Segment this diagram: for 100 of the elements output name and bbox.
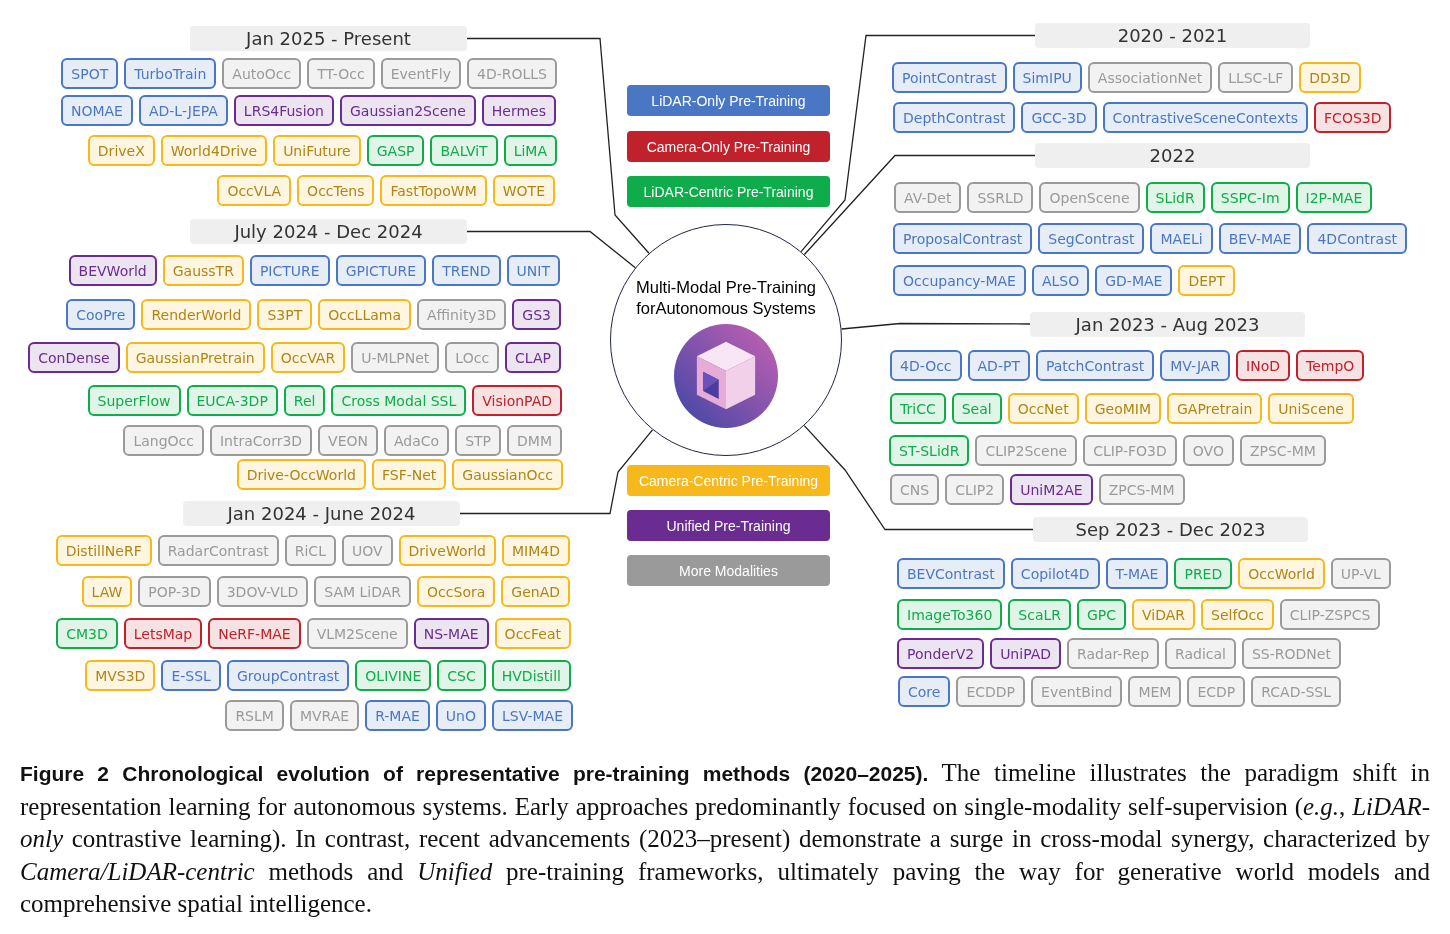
method-tag: Occupancy-MAE bbox=[893, 265, 1026, 296]
method-tag: VLM2Scene bbox=[306, 618, 408, 649]
method-tag: VisionPAD bbox=[472, 385, 562, 416]
method-tag: GaussianPretrain bbox=[125, 342, 265, 373]
legend-entry: LiDAR-Only Pre-Training bbox=[627, 85, 830, 116]
method-tag: IntraCorr3D bbox=[209, 425, 313, 456]
legend-entry: Camera-Centric Pre-Training bbox=[627, 465, 830, 496]
method-tag: CLIP2 bbox=[945, 474, 1005, 505]
method-tag: LSV-MAE bbox=[492, 700, 573, 731]
method-tag: NOMAE bbox=[60, 95, 133, 126]
method-tag: NeRF-MAE bbox=[208, 618, 301, 649]
method-tag: BALViT bbox=[430, 135, 498, 166]
method-tag: OLIVINE bbox=[355, 660, 432, 691]
method-tag: DEPT bbox=[1178, 265, 1236, 296]
method-tag: OVO bbox=[1182, 435, 1234, 466]
method-tag: DriveX bbox=[87, 135, 155, 166]
method-tag: CLIP2Scene bbox=[975, 435, 1078, 466]
method-tag: T-MAE bbox=[1105, 558, 1169, 589]
period-header: Sep 2023 - Dec 2023 bbox=[1033, 517, 1308, 542]
method-tag: I2P-MAE bbox=[1295, 182, 1373, 213]
method-tag: CooPre bbox=[66, 299, 136, 330]
method-tag: OccTens bbox=[297, 175, 375, 206]
method-tag: DepthContrast bbox=[893, 102, 1016, 133]
method-tag: Radar-Rep bbox=[1067, 638, 1160, 669]
method-tag: Hermes bbox=[481, 95, 556, 126]
method-tag: LOcc bbox=[445, 342, 500, 373]
connector-line bbox=[459, 429, 654, 515]
method-tag: E-SSL bbox=[161, 660, 221, 691]
method-tag: GS3 bbox=[512, 299, 561, 330]
method-tag: GenAD bbox=[501, 576, 570, 607]
connector-line bbox=[466, 230, 636, 269]
method-tag: CNS bbox=[890, 474, 940, 505]
period-header: Jan 2025 - Present bbox=[190, 26, 467, 51]
legend-entry: More Modalities bbox=[627, 555, 830, 586]
method-tag: TriCC bbox=[890, 393, 946, 424]
method-tag: 4D-Occ bbox=[890, 350, 962, 381]
method-tag: U-MLPNet bbox=[351, 342, 440, 373]
method-tag: TurboTrain bbox=[124, 58, 217, 89]
method-tag: ZPCS-MM bbox=[1098, 474, 1185, 505]
method-tag: UP-VL bbox=[1330, 558, 1391, 589]
method-tag: ConDense bbox=[28, 342, 120, 373]
method-tag: ViDAR bbox=[1132, 599, 1196, 630]
method-tag: SLidR bbox=[1145, 182, 1205, 213]
method-tag: SPOT bbox=[61, 58, 119, 89]
method-tag: Gaussian2Scene bbox=[339, 95, 476, 126]
method-tag: 4D-ROLLS bbox=[467, 58, 557, 89]
connector-line bbox=[803, 154, 1036, 256]
method-tag: Rel bbox=[283, 385, 326, 416]
method-tag: LAW bbox=[81, 576, 133, 607]
method-tag: Drive-OccWorld bbox=[236, 459, 366, 490]
method-tag: TREND bbox=[432, 255, 501, 286]
method-tag: LLSC-LF bbox=[1218, 62, 1294, 93]
method-tag: GaussTR bbox=[162, 255, 244, 286]
method-tag: FCOS3D bbox=[1314, 102, 1392, 133]
method-tag: SimIPU bbox=[1012, 62, 1082, 93]
method-tag: AdaCo bbox=[384, 425, 450, 456]
method-tag: OccVLA bbox=[217, 175, 292, 206]
legend-entry: Unified Pre-Training bbox=[627, 510, 830, 541]
method-tag: World4Drive bbox=[160, 135, 268, 166]
method-tag: HVDistill bbox=[491, 660, 571, 691]
method-tag: Cross Modal SSL bbox=[331, 385, 467, 416]
method-tag: DD3D bbox=[1299, 62, 1361, 93]
method-tag: TT-Occ bbox=[307, 58, 375, 89]
method-tag: GeoMIM bbox=[1084, 393, 1161, 424]
method-tag: BEVContrast bbox=[897, 558, 1005, 589]
method-tag: GPC bbox=[1077, 599, 1127, 630]
method-tag: GPICTURE bbox=[335, 255, 427, 286]
method-tag: FastTopoWM bbox=[380, 175, 487, 206]
method-tag: GCC-3D bbox=[1021, 102, 1097, 133]
connector-line bbox=[803, 424, 1034, 531]
method-tag: ProposalContrast bbox=[893, 223, 1033, 254]
method-tag: LangOcc bbox=[123, 425, 204, 456]
method-tag: RadarContrast bbox=[157, 535, 279, 566]
method-tag: LiMA bbox=[503, 135, 557, 166]
method-tag: GD-MAE bbox=[1095, 265, 1173, 296]
method-tag: MV-JAR bbox=[1160, 350, 1231, 381]
method-tag: BEVWorld bbox=[68, 255, 157, 286]
method-tag: POP-3D bbox=[138, 576, 211, 607]
method-tag: EventFly bbox=[380, 58, 461, 89]
method-tag: DistillNeRF bbox=[55, 535, 152, 566]
method-tag: LetsMap bbox=[123, 618, 203, 649]
method-tag: ECDDP bbox=[956, 676, 1026, 707]
method-tag: TempO bbox=[1296, 350, 1365, 381]
method-tag: STP bbox=[455, 425, 502, 456]
method-tag: CLIP-ZSPCS bbox=[1279, 599, 1381, 630]
method-tag: CM3D bbox=[56, 618, 118, 649]
method-tag: EUCA-3DP bbox=[186, 385, 278, 416]
method-tag: PRED bbox=[1174, 558, 1233, 589]
method-tag: Affinity3D bbox=[417, 299, 507, 330]
method-tag: INoD bbox=[1236, 350, 1291, 381]
method-tag: LRS4Fusion bbox=[233, 95, 334, 126]
method-tag: Copilot4D bbox=[1010, 558, 1100, 589]
method-tag: EventBind bbox=[1031, 676, 1123, 707]
method-tag: PICTURE bbox=[249, 255, 330, 286]
method-tag: UniPAD bbox=[990, 638, 1062, 669]
method-tag: SSPC-Im bbox=[1210, 182, 1290, 213]
method-tag: OccLLama bbox=[318, 299, 411, 330]
method-tag: ECDP bbox=[1187, 676, 1246, 707]
period-header: Jan 2023 - Aug 2023 bbox=[1030, 312, 1305, 337]
method-tag: WOTE bbox=[492, 175, 555, 206]
